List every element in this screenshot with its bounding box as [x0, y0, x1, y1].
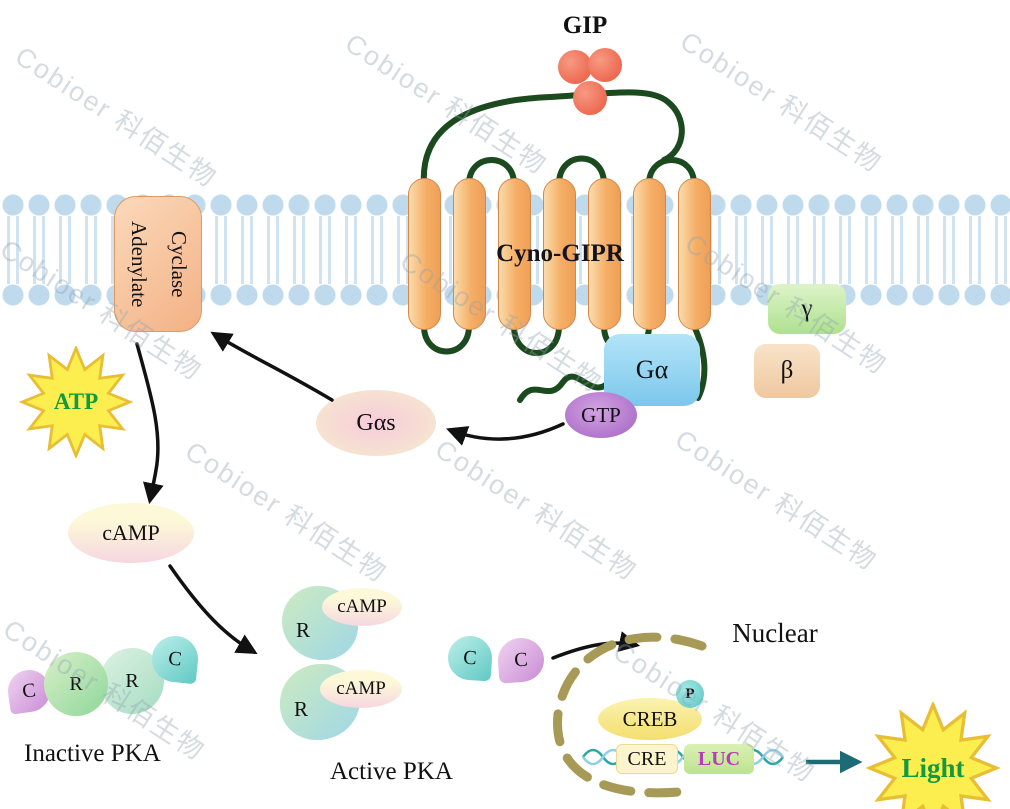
arrow-gas-to-adenylate-cyclase: [210, 331, 334, 402]
tm-helix-2: [453, 178, 486, 330]
gas-label: Gαs: [356, 409, 396, 436]
gip-ligand-ball: [573, 81, 607, 115]
adenylate-cyclase: Adenylate Cyclase: [114, 196, 202, 332]
gtp-label: GTP: [581, 402, 621, 427]
g-alpha-label: Gα: [635, 355, 669, 384]
luc-label: LUC: [697, 747, 741, 770]
gas-protein: Gαs: [316, 390, 436, 456]
tm-helix-3: [498, 178, 531, 330]
atp-starburst: [18, 346, 134, 458]
pka-r-label: R: [294, 696, 309, 721]
g-alpha-subunit: Gα: [604, 334, 700, 406]
pka-r-label: R: [296, 617, 311, 642]
inactive-pka-label: Inactive PKA: [24, 740, 161, 767]
receptor-label: Cyno-GIPR: [496, 240, 624, 267]
adenylate-cyclase-label: Adenylate Cyclase: [127, 220, 191, 308]
nuclear-envelope: [553, 632, 707, 798]
creb-label: CREB: [622, 706, 678, 731]
icl-loop-2: [511, 323, 562, 356]
light-starburst: [865, 702, 1001, 809]
pka-r-subunit: R: [44, 652, 108, 716]
atp-star-shape: [18, 346, 134, 458]
tm-helix-4: [543, 178, 576, 330]
ecl-loop-3: [646, 157, 697, 187]
c-terminus-tail: [691, 323, 708, 401]
light-star-shape: [865, 702, 1001, 809]
g-gamma-subunit: γ: [768, 284, 846, 334]
tm-helix-1: [408, 178, 441, 330]
pka-r-label: R: [125, 669, 139, 692]
arrow-ac-to-camp: [135, 342, 164, 505]
ecl-loop-2: [556, 155, 607, 187]
phosphate-label: P: [685, 685, 695, 702]
camp-molecule: cAMP: [68, 503, 194, 563]
gtp-molecule: GTP: [565, 392, 637, 438]
c-terminus-wiggle: [517, 373, 610, 403]
ligand-label: GIP: [562, 12, 608, 39]
cre-label: CRE: [627, 747, 667, 770]
arrow-gtp-to-gas: [446, 422, 565, 446]
atp-label: ATP: [53, 389, 99, 414]
arrow-camp-to-pka: [168, 564, 258, 655]
g-beta-label: β: [780, 357, 794, 384]
g-beta-subunit: β: [754, 344, 820, 398]
camp-label: cAMP: [336, 678, 386, 699]
luc-reporter-gene: LUC: [684, 744, 754, 774]
camp-label: cAMP: [337, 596, 387, 617]
tm-helix-5: [588, 178, 621, 330]
nuclear-label: Nuclear: [732, 618, 818, 648]
g-gamma-label: γ: [801, 295, 813, 322]
cre-element: CRE: [616, 744, 678, 774]
icl-loop-1: [421, 323, 472, 355]
tm-helix-6: [633, 178, 666, 330]
bound-camp: cAMP: [320, 670, 402, 708]
camp-label: cAMP: [102, 520, 160, 545]
receptor-loops: [420, 89, 708, 403]
phosphate-group: P: [676, 680, 704, 708]
gip-ligand-ball: [558, 50, 592, 84]
bound-camp: cAMP: [322, 588, 402, 626]
tm-helix-7: [678, 178, 711, 330]
active-pka-label: Active PKA: [330, 758, 453, 785]
pka-r-label: R: [69, 672, 83, 695]
light-label: Light: [901, 752, 965, 783]
ecl-loop-1: [466, 157, 517, 187]
gip-ligand-ball: [588, 48, 622, 82]
